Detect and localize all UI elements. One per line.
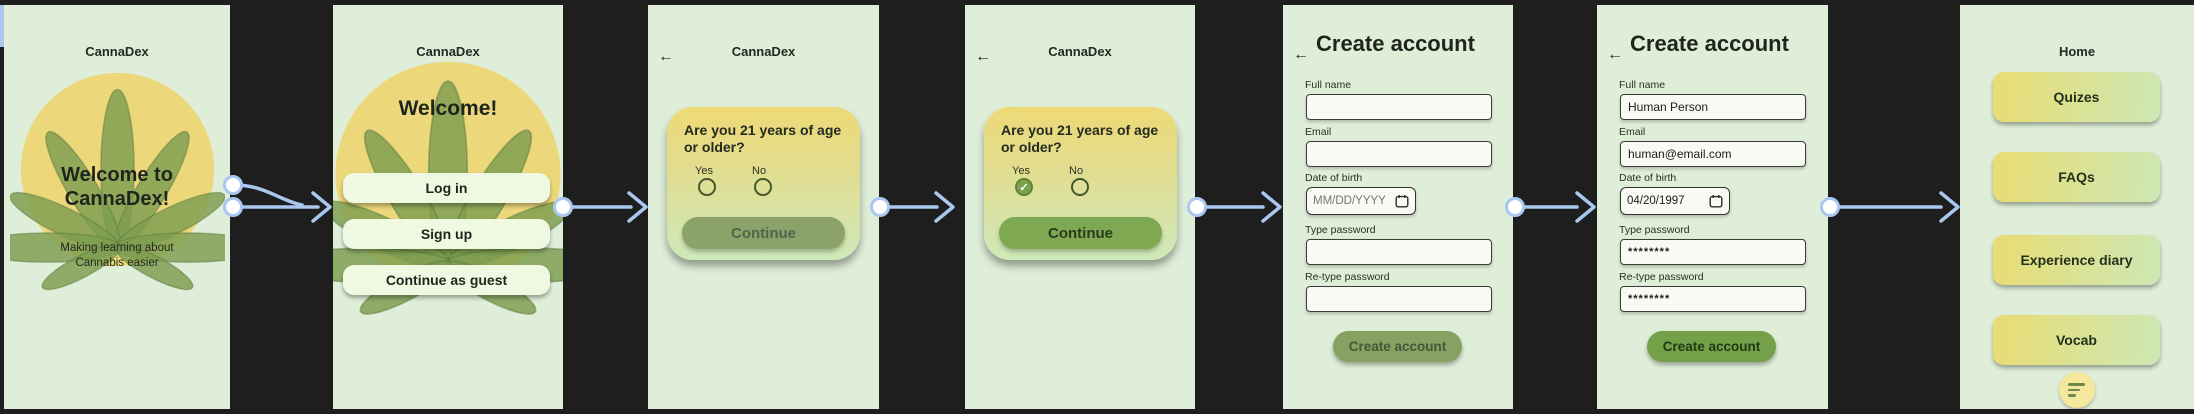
age-question: Are you 21 years of age or older? — [1001, 122, 1159, 156]
canvas-fragment-blue — [0, 5, 4, 47]
page-title: Home — [2058, 44, 2096, 59]
age-gate-card: Are you 21 years of age or older? Yes No… — [984, 107, 1177, 260]
back-arrow-icon[interactable]: ← — [658, 48, 674, 65]
date-of-birth-label: Date of birth — [1305, 172, 1363, 184]
retype-password-field[interactable] — [1620, 286, 1806, 312]
date-of-birth-label: Date of birth — [1619, 172, 1677, 184]
calendar-icon[interactable] — [1709, 194, 1723, 208]
age-gate-card: Are you 21 years of age or older? Yes No… — [667, 107, 860, 260]
full-name-label: Full name — [1619, 79, 1666, 91]
login-button-label: Log in — [425, 180, 468, 196]
create-account-button[interactable]: Create account — [1333, 331, 1462, 362]
continue-button[interactable]: Continue — [999, 217, 1162, 249]
continue-button-label: Continue — [731, 224, 796, 242]
flow-arrow-selected-to-create[interactable] — [1195, 191, 1282, 223]
filter-lines-icon[interactable] — [2059, 372, 2095, 408]
login-button[interactable]: Log in — [343, 173, 550, 203]
no-label: No — [752, 165, 767, 177]
full-name-field[interactable] — [1620, 94, 1806, 120]
email-field[interactable] — [1306, 141, 1492, 167]
app-title: CannaDex — [416, 44, 480, 59]
back-arrow-icon[interactable]: ← — [975, 48, 991, 65]
calendar-icon[interactable] — [1395, 194, 1409, 208]
app-title: CannaDex — [1048, 44, 1112, 59]
no-radio[interactable] — [754, 178, 772, 196]
page-title: Create account — [1630, 31, 1789, 56]
yes-radio-checked[interactable]: ✓ — [1015, 178, 1033, 196]
age-question: Are you 21 years of age or older? — [684, 122, 842, 156]
yes-label: Yes — [1012, 165, 1030, 177]
app-title: CannaDex — [85, 44, 149, 59]
no-label: No — [1069, 165, 1084, 177]
splash-heading: Welcome to CannaDex! — [61, 164, 173, 210]
vocab-button-label: Vocab — [2056, 332, 2097, 348]
type-password-field[interactable] — [1620, 239, 1806, 265]
signup-button[interactable]: Sign up — [343, 219, 550, 249]
retype-password-field[interactable] — [1306, 286, 1492, 312]
flow-arrow-splash-to-welcome[interactable] — [231, 183, 332, 223]
continue-as-guest-button[interactable]: Continue as guest — [343, 265, 550, 295]
screen-age-gate[interactable]: CannaDex ← Are you 21 years of age or ol… — [648, 5, 879, 409]
back-arrow-icon[interactable]: ← — [1607, 46, 1623, 63]
screen-home[interactable]: Home Quizes FAQs Experience diary Vocab — [1960, 5, 2194, 409]
create-account-button[interactable]: Create account — [1647, 331, 1776, 362]
continue-button-label: Continue — [1048, 224, 1113, 242]
date-of-birth-field[interactable] — [1306, 187, 1416, 215]
flow-arrow-welcome-to-age-gate[interactable] — [561, 191, 648, 223]
experience-diary-button-label: Experience diary — [2020, 252, 2133, 268]
back-arrow-icon[interactable]: ← — [1293, 46, 1309, 63]
retype-password-label: Re-type password — [1305, 271, 1390, 283]
faqs-button-label: FAQs — [2058, 169, 2095, 185]
app-title: CannaDex — [731, 44, 796, 59]
cannabis-leaf-logo — [10, 72, 225, 291]
create-account-button-label: Create account — [1348, 339, 1447, 354]
yes-label: Yes — [695, 165, 713, 177]
welcome-heading: Welcome! — [398, 97, 498, 120]
email-label: Email — [1619, 126, 1646, 138]
experience-diary-button[interactable]: Experience diary — [1993, 235, 2160, 285]
flow-arrow-create-to-filled[interactable] — [1513, 191, 1596, 223]
quizes-button[interactable]: Quizes — [1993, 72, 2160, 122]
no-radio[interactable] — [1071, 178, 1089, 196]
create-account-button-label: Create account — [1662, 339, 1761, 354]
yes-radio[interactable] — [698, 178, 716, 196]
page-title: Create account — [1316, 31, 1475, 56]
screen-create-account[interactable]: Create account ← Full name Email Date of… — [1283, 5, 1513, 409]
faqs-button[interactable]: FAQs — [1993, 152, 2160, 202]
signup-button-label: Sign up — [420, 226, 473, 242]
email-field[interactable] — [1620, 141, 1806, 167]
check-icon: ✓ — [1019, 181, 1029, 194]
retype-password-label: Re-type password — [1619, 271, 1704, 283]
date-input[interactable] — [1627, 195, 1706, 207]
date-input[interactable] — [1313, 195, 1392, 207]
flow-arrow-filled-to-home[interactable] — [1828, 191, 1960, 223]
full-name-label: Full name — [1305, 79, 1352, 91]
quizes-button-label: Quizes — [2053, 89, 2100, 105]
continue-button[interactable]: Continue — [682, 217, 845, 249]
continue-as-guest-label: Continue as guest — [385, 272, 508, 288]
screen-welcome[interactable]: CannaDex Welcome! Log in Sign up Continu… — [333, 5, 563, 409]
screen-age-gate-selected[interactable]: CannaDex ← Are you 21 years of age or ol… — [965, 5, 1195, 409]
email-label: Email — [1305, 126, 1332, 138]
screen-splash[interactable]: CannaDex Welcome to CannaDex! Making lea… — [4, 5, 230, 409]
full-name-field[interactable] — [1306, 94, 1492, 120]
type-password-label: Type password — [1619, 224, 1690, 236]
vocab-button[interactable]: Vocab — [1993, 315, 2160, 365]
screen-create-account-filled[interactable]: Create account ← Full name Email Date of… — [1597, 5, 1828, 409]
type-password-label: Type password — [1305, 224, 1376, 236]
splash-subtitle: Making learning about Cannabis easier — [60, 242, 174, 269]
flow-arrow-age-gate-to-selected[interactable] — [878, 191, 955, 223]
type-password-field[interactable] — [1306, 239, 1492, 265]
date-of-birth-field[interactable] — [1620, 187, 1730, 215]
